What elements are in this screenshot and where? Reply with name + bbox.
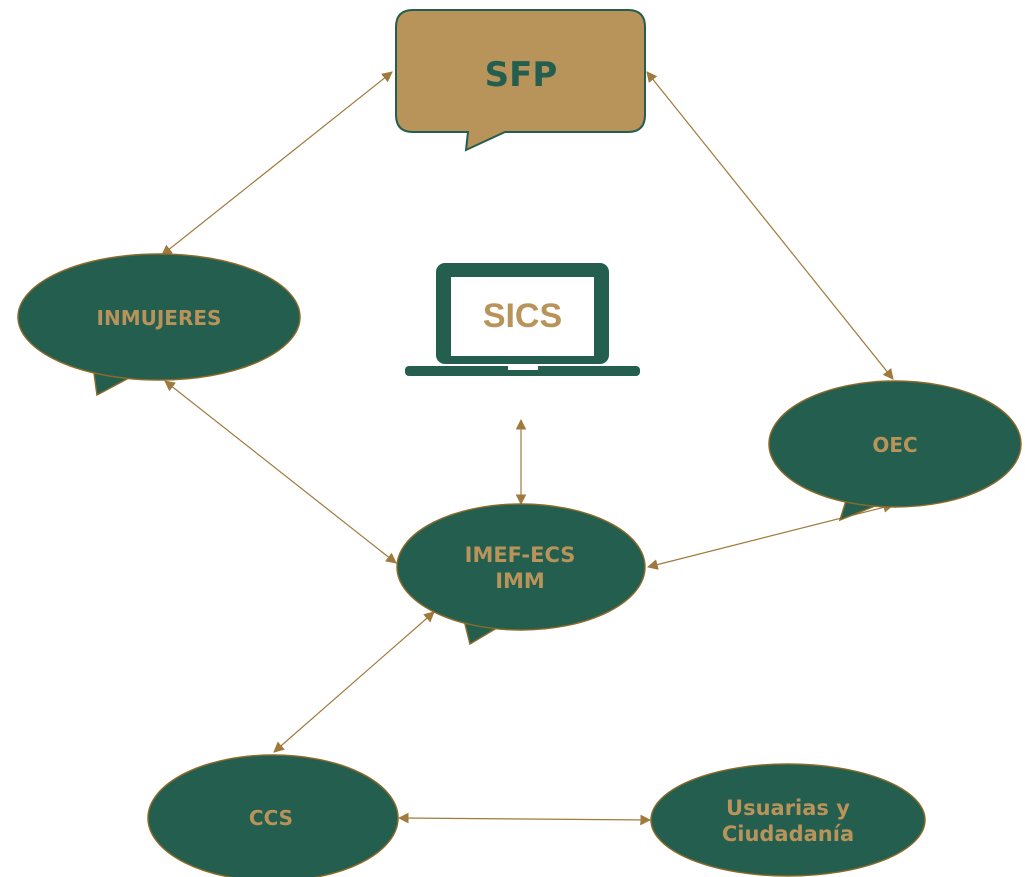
- arrow-imef-ccs: [273, 611, 435, 753]
- imef-label: IMEF-ECS IMM: [464, 542, 576, 593]
- imef-node-shape: [396, 503, 646, 646]
- arrow-ccs-usuarias: [397, 812, 652, 826]
- usuarias-node-shape: [650, 763, 926, 877]
- usuarias-label: Usuarias y Ciudadanía: [721, 795, 855, 846]
- laptop-icon: [405, 263, 640, 376]
- sfp-label: SFP: [484, 54, 558, 95]
- arrow-sfp-oec: [646, 71, 894, 380]
- ccs-node-shape: [147, 754, 399, 877]
- oec-label: OEC: [872, 432, 918, 457]
- arrow-inmujeres-imef: [164, 380, 397, 564]
- sfp-node-shape: [395, 9, 646, 152]
- ccs-label: CCS: [248, 805, 294, 830]
- arrow-sfp-inmujeres: [161, 71, 393, 256]
- sics-label: SICS: [482, 297, 563, 335]
- inmujeres-node-shape: [17, 253, 301, 397]
- inmujeres-label: INMUJERES: [96, 305, 222, 330]
- oec-node-shape: [768, 380, 1022, 522]
